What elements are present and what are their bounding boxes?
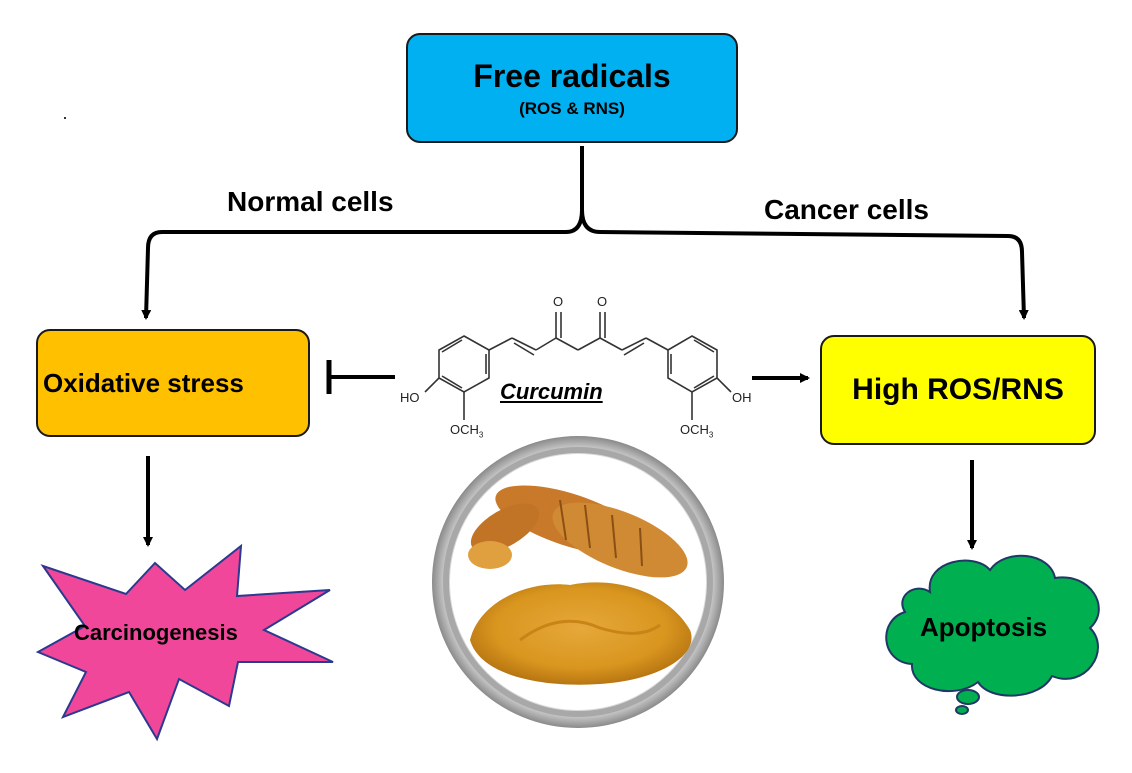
carcinogenesis-star-shape xyxy=(35,543,334,742)
ho-label: HO xyxy=(400,390,420,405)
oxygen-label-1: O xyxy=(553,294,564,309)
branch-connector-right xyxy=(580,209,1029,320)
curcumin-label: Curcumin xyxy=(500,379,603,404)
normal-cells-label: Normal cells xyxy=(227,186,394,217)
free-radicals-title: Free radicals xyxy=(473,57,671,94)
branch-connector xyxy=(141,146,584,320)
high-ros-rns-box: High ROS/RNS xyxy=(820,335,1096,445)
och3-left-label: OCH3 xyxy=(450,422,484,440)
oxidative-stress-label: Oxidative stress xyxy=(43,368,244,398)
turmeric-photo-icon xyxy=(432,436,724,728)
free-radicals-box: Free radicals (ROS & RNS) xyxy=(406,33,738,143)
carcinogenesis-label: Carcinogenesis xyxy=(74,620,238,645)
stray-dot xyxy=(64,117,66,119)
och3-right-label: OCH3 xyxy=(680,422,714,440)
oxygen-label-2: O xyxy=(597,294,608,309)
curcumin-molecule xyxy=(424,312,732,420)
high-ros-rns-label: High ROS/RNS xyxy=(852,373,1064,406)
cancer-cells-label: Cancer cells xyxy=(764,194,929,225)
oxidative-stress-box: Oxidative stress xyxy=(36,329,310,437)
apoptosis-label: Apoptosis xyxy=(920,612,1048,642)
apoptosis-cloud-shape xyxy=(885,554,1100,715)
free-radicals-subtitle: (ROS & RNS) xyxy=(519,98,625,118)
oh-label: OH xyxy=(732,390,752,405)
